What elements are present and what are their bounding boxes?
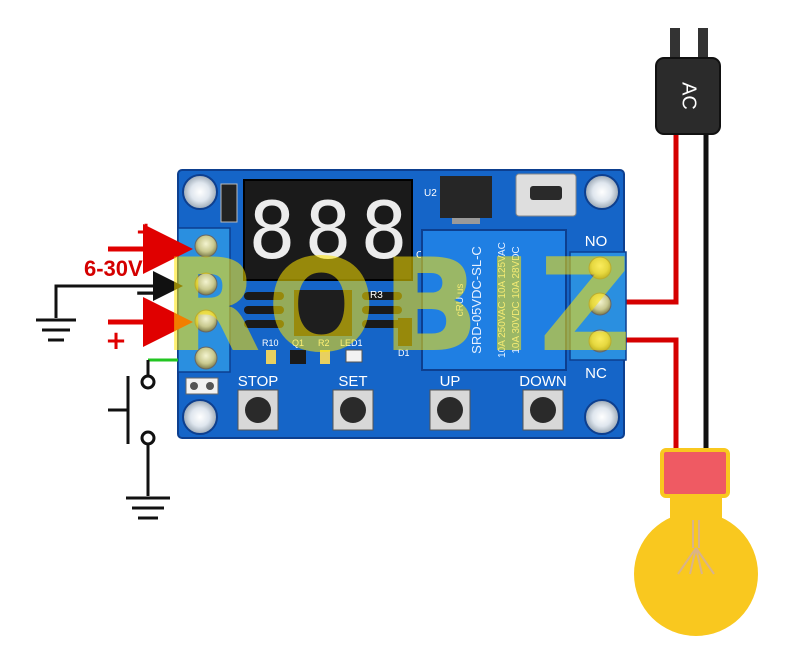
up-button[interactable]: [429, 389, 471, 431]
gnd-minus-sign: −: [134, 276, 157, 309]
terminal-label-no: NO: [585, 233, 608, 250]
terminal-screw-vcc[interactable]: [194, 234, 218, 258]
push-button-switch: [108, 360, 156, 496]
silk-r2: R2: [318, 338, 330, 348]
vcc-plus-sign: +: [135, 217, 157, 247]
terminal-screw-no[interactable]: [588, 256, 612, 280]
display-digit-2: 8: [305, 187, 352, 277]
set-button-label: SET: [338, 373, 367, 390]
relay-rating-ac: 10A 250VAC 10A 125VAC: [497, 242, 508, 358]
ac-wire-red-bottom: [612, 337, 679, 470]
display-digit-1: 8: [249, 187, 296, 277]
jumper-pin-1: [190, 382, 198, 390]
silk-d1: D1: [398, 348, 410, 358]
watermark: ROBIZ: [162, 232, 637, 381]
silk-led1: LED1: [340, 338, 363, 348]
regulator-tab: [452, 218, 480, 224]
down-button-label: DOWN: [519, 373, 567, 390]
diode-top: [220, 183, 238, 223]
silk-r3: R3: [370, 290, 383, 301]
relay-model: SRD-05VDC-SL-C: [469, 246, 484, 354]
supply-voltage-label: 6-30V: [84, 256, 143, 281]
down-button-cap[interactable]: [530, 397, 556, 423]
terminal-label-nc: NC: [585, 365, 607, 382]
ac-wire-red-top: [612, 130, 679, 305]
light-bulb: [634, 448, 758, 636]
jumper-pin-2: [206, 382, 214, 390]
r2-part: [320, 350, 330, 364]
r10-part: [266, 350, 276, 364]
trigger-plus-sign: +: [105, 326, 127, 356]
terminal-screw-trigger[interactable]: [194, 346, 218, 370]
terminal-screw-gnd[interactable]: [194, 272, 218, 296]
relay: [421, 229, 567, 371]
q1-part: [290, 350, 306, 364]
plug-prong-left: [670, 28, 680, 64]
silk-r10: R10: [262, 338, 279, 348]
relay-rating-dc: 10A 30VDC 10A 28VDC: [511, 246, 522, 353]
mount-hole-tl: [182, 174, 218, 210]
gnd-wire: [54, 271, 183, 318]
up-button-label: UP: [440, 373, 461, 390]
terminal-screw-trigger-plus[interactable]: [194, 309, 218, 333]
ground-symbol-top: [36, 318, 76, 342]
plug-prong-right: [698, 28, 708, 64]
mount-hole-br: [584, 399, 620, 435]
voltage-regulator: [440, 176, 492, 218]
button-labels: STOP SET UP DOWN: [238, 373, 567, 390]
seven-segment-display: [243, 179, 413, 281]
down-button[interactable]: [522, 389, 564, 431]
silk-u2: U2: [424, 188, 437, 199]
relay-timer-board: 8 8 8 U2 C3 R3 R10 Q1: [177, 169, 627, 439]
stop-button[interactable]: [237, 389, 279, 431]
plug-body: [655, 57, 721, 135]
set-button-cap[interactable]: [340, 397, 366, 423]
supply-wiring: + 6-30V − +: [36, 217, 193, 520]
bulb-cap: [660, 448, 730, 498]
set-button[interactable]: [332, 389, 374, 431]
ac-wires: [612, 130, 709, 470]
plug-label: AC: [678, 82, 700, 110]
silk-q1: Q1: [292, 338, 304, 348]
smd-resistors: [244, 292, 402, 328]
bulb-globe: [634, 512, 758, 636]
ac-plug: AC: [655, 28, 721, 135]
mount-hole-bl: [182, 399, 218, 435]
led-indicator: [345, 349, 363, 363]
terminal-screw-com[interactable]: [588, 292, 612, 316]
bulb-filament: [677, 520, 715, 575]
stop-button-cap[interactable]: [245, 397, 271, 423]
mount-hole-tr: [584, 174, 620, 210]
relay-printing: SRD-05VDC-SL-C 10A 250VAC 10A 125VAC 10A…: [455, 242, 522, 358]
microcontroller-ic: [294, 290, 352, 336]
terminal-screw-nc[interactable]: [588, 329, 612, 353]
relay-brand: cRU us: [455, 284, 466, 317]
stop-button-label: STOP: [238, 373, 279, 390]
micro-usb-opening: [530, 186, 562, 200]
diode-d1: [398, 318, 412, 346]
up-button-cap[interactable]: [437, 397, 463, 423]
ground-symbol-bottom: [126, 496, 170, 520]
display-digit-3: 8: [361, 187, 408, 277]
